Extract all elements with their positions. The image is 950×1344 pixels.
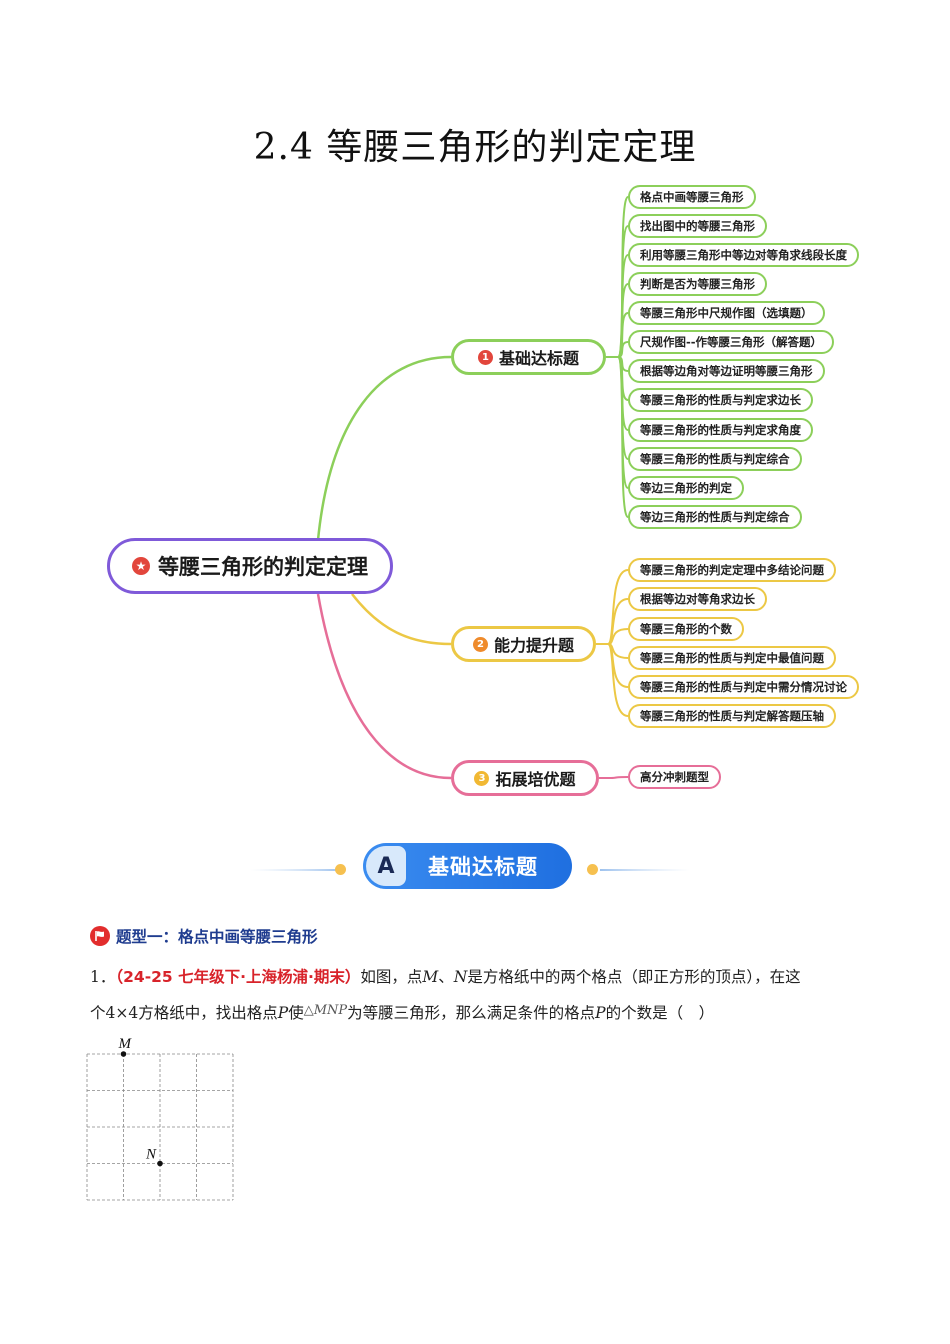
leaf-item: 找出图中的等腰三角形 <box>628 214 767 238</box>
question-line-2: 个4×4方格纸中，找出格点P使△MNP为等腰三角形，那么满足条件的格点P的个数是… <box>90 1001 714 1023</box>
leaf-connector <box>606 356 629 401</box>
var-p: P <box>595 1004 606 1022</box>
connector-root-b3 <box>316 593 452 780</box>
triangle-mnp: △MNP <box>303 1003 348 1018</box>
branch-number-3: 3 <box>474 770 490 786</box>
root-label: 等腰三角形的判定定理 <box>158 555 368 579</box>
connector-root-b2 <box>351 593 452 646</box>
var-m: M <box>422 968 439 986</box>
question-text: 的个数是（ ） <box>605 1004 715 1022</box>
leaf-item: 等边三角形的判定 <box>628 476 744 500</box>
leaf-item: 等腰三角形的性质与判定中最值问题 <box>628 646 836 670</box>
question-text: 如图，点 <box>360 968 423 986</box>
leaf-item: 尺规作图--作等腰三角形（解答题） <box>628 330 835 354</box>
section-banner: A 基础达标题 <box>363 843 572 889</box>
leaf-connector <box>606 356 629 431</box>
leaf-item: 等腰三角形的性质与判定中需分情况讨论 <box>628 675 859 699</box>
var-n: N <box>453 968 468 986</box>
grid-figure: M N <box>86 1036 234 1201</box>
mindmap-connectors <box>316 196 629 780</box>
question-text: 为等腰三角形，那么满足条件的格点 <box>347 1004 596 1022</box>
banner-dot-right <box>587 864 598 875</box>
leaf-item: 等腰三角形的性质与判定综合 <box>628 447 802 471</box>
page-title: 2.4 等腰三角形的判定定理 <box>253 127 697 168</box>
flag-icon <box>90 926 110 946</box>
leaf-item: 等腰三角形中尺规作图（选填题） <box>628 301 825 325</box>
leaf-connector <box>596 643 629 717</box>
question-type-header: 题型一：格点中画等腰三角形 <box>90 925 318 947</box>
leaf-item: 格点中画等腰三角形 <box>628 185 756 209</box>
leaf-item: 等腰三角形的判定定理中多结论问题 <box>628 558 836 582</box>
branch-label: 能力提升题 <box>493 636 574 655</box>
star-badge-icon: ★ <box>132 557 150 575</box>
leaf-connector <box>606 341 629 358</box>
branch-basic: 1 基础达标题 <box>451 339 606 375</box>
grid-size: 4×4 <box>105 1004 139 1022</box>
banner-text: 基础达标题 <box>428 855 538 879</box>
branch-label: 基础达标题 <box>498 349 579 368</box>
var-p: P <box>277 1004 289 1022</box>
branch-advanced: 2 能力提升题 <box>451 626 596 662</box>
question-type-label: 题型一：格点中画等腰三角形 <box>116 928 318 946</box>
leaf-item: 根据等边对等角求边长 <box>628 587 767 611</box>
leaf-item: 根据等边角对等边证明等腰三角形 <box>628 359 825 383</box>
banner-dot-left <box>335 864 346 875</box>
point-n <box>157 1160 163 1167</box>
point-m <box>120 1051 127 1057</box>
branch-number-2: 2 <box>472 636 488 652</box>
branch-extension: 3 拓展培优题 <box>451 760 599 796</box>
grid-lines <box>86 1053 234 1201</box>
leaf-item: 等腰三角形的个数 <box>628 617 744 641</box>
leaf-connector <box>599 776 629 779</box>
leaf-item: 等腰三角形的性质与判定解答题压轴 <box>628 704 836 728</box>
leaf-connector <box>606 356 629 518</box>
question-text: 使 <box>288 1004 304 1022</box>
branch-label: 拓展培优题 <box>495 770 576 789</box>
leaf-item: 利用等腰三角形中等边对等角求线段长度 <box>628 243 859 267</box>
question-line-1: 1．（24-25 七年级下·上海杨浦·期末）如图，点M、N是方格纸中的两个格点（… <box>90 965 801 987</box>
leaf-item: 等腰三角形的性质与判定求角度 <box>628 418 813 442</box>
mindmap-root: ★ 等腰三角形的判定定理 <box>107 538 393 594</box>
leaf-item: 等腰三角形的性质与判定求边长 <box>628 388 813 412</box>
leaf-item: 等边三角形的性质与判定综合 <box>628 505 802 529</box>
branch-number-1: 1 <box>477 349 493 365</box>
leaf-connector <box>606 283 629 358</box>
leaf-connector <box>606 356 629 372</box>
question-text: 是方格纸中的两个格点（即正方形的顶点），在这 <box>467 968 801 986</box>
banner-letter: A <box>366 846 406 886</box>
label-m: M <box>118 1036 133 1052</box>
question-text: 方格纸中，找出格点 <box>138 1004 278 1022</box>
leaf-connector <box>606 312 629 358</box>
question-text: 个 <box>90 1004 106 1022</box>
question-text: 、 <box>438 968 454 986</box>
leaf-item: 高分冲刺题型 <box>628 765 721 789</box>
leaf-connector <box>606 196 629 358</box>
banner-rule <box>250 869 690 871</box>
leaf-item: 判断是否为等腰三角形 <box>628 272 767 296</box>
leaf-connector <box>606 356 629 460</box>
connector-root-b1 <box>316 355 452 541</box>
question-source: （24-25 七年级下·上海杨浦·期末） <box>115 968 361 986</box>
label-n: N <box>145 1147 157 1163</box>
question-number: 1． <box>90 968 116 986</box>
